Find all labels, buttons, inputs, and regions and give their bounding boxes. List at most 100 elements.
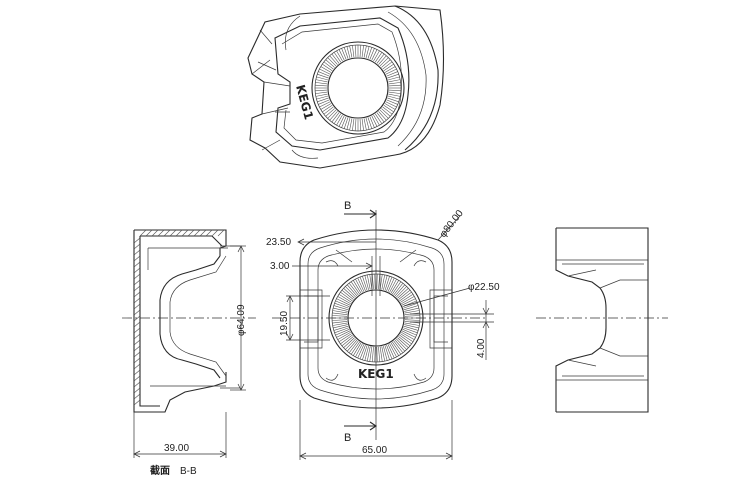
iso-ring-tooth: [367, 47, 373, 59]
iso-ring-tooth: [386, 99, 398, 105]
front-ring-tooth: [350, 281, 360, 295]
front-ring-tooth: [336, 298, 351, 306]
front-ring-tooth: [381, 346, 386, 362]
front-ring-tooth: [362, 345, 368, 360]
front-ring-tooth: [401, 331, 415, 340]
front-ring-tooth: [394, 284, 406, 297]
front-ring-tooth: [393, 282, 404, 296]
front-ring-tooth: [350, 341, 360, 355]
iso-ring-tooth: [323, 61, 334, 70]
front-ring-tooth: [348, 282, 359, 296]
iso-ring-tooth: [317, 97, 329, 103]
front-ring-tooth: [404, 324, 419, 329]
front-ring-tooth: [404, 310, 420, 314]
iso-ring-tooth: [315, 79, 328, 83]
section-hatch-line: [133, 243, 141, 250]
section-hatch-line: [133, 279, 141, 286]
front-ring-tooth: [345, 286, 357, 298]
iso-ring-tooth: [346, 46, 351, 59]
iso-ring-tooth: [378, 55, 387, 65]
section-dim-width: 39.00: [164, 443, 189, 454]
front-ring-tooth: [332, 321, 348, 324]
front-ring-tooth: [345, 338, 357, 350]
front-ring-tooth: [401, 298, 416, 306]
front-ring-tooth: [334, 327, 349, 334]
section-hatch-line: [199, 229, 207, 237]
front-ring-tooth: [403, 305, 419, 311]
iso-ring-tooth: [316, 95, 329, 100]
section-dim-height: φ64.09: [236, 304, 247, 336]
front-ring-tooth: [359, 276, 366, 292]
front-ring-tooth: [353, 342, 362, 356]
iso-ring-tooth: [383, 104, 394, 113]
front-ring-tooth: [332, 310, 348, 314]
front-ring-tooth: [337, 331, 351, 340]
iso-ring-tooth: [318, 99, 330, 105]
iso-ring-tooth: [331, 53, 340, 64]
section-hatch-line: [205, 229, 213, 237]
front-ring-tooth: [390, 342, 399, 356]
section-mark-top: B: [344, 200, 351, 212]
front-ring-tooth: [343, 288, 355, 299]
front-ring-tooth: [394, 339, 406, 352]
front-ring-tooth: [393, 340, 404, 354]
iso-ring-tooth: [367, 117, 373, 129]
front-ring-tooth: [341, 289, 354, 300]
iso-ring-tooth: [349, 118, 353, 131]
front-ring-tooth: [340, 291, 353, 302]
section-hatch-line: [169, 229, 177, 237]
front-ring-tooth: [379, 274, 383, 290]
iso-ring-tooth: [382, 106, 393, 115]
front-ring-tooth: [383, 345, 388, 361]
side-view: [536, 227, 668, 413]
iso-ring-tooth: [320, 103, 332, 110]
section-hatch-line: [133, 267, 141, 274]
iso-ring-tooth: [333, 113, 342, 124]
front-ring-tooth: [362, 276, 368, 291]
section-hatch-line: [133, 249, 141, 256]
iso-ring-tooth: [383, 63, 394, 72]
section-view: φ64.09 39.00 截面 B-B: [122, 229, 256, 477]
section-hatch-line: [133, 315, 141, 322]
front-ring-tooth: [343, 337, 355, 348]
section-hatch-line: [133, 351, 141, 358]
dim-19-50: 19.50: [279, 311, 290, 336]
iso-ring-tooth: [325, 59, 335, 68]
front-ring-tooth: [340, 334, 353, 345]
section-hatch-line: [133, 375, 141, 382]
section-hatch-line: [133, 345, 141, 352]
front-ring-tooth: [403, 327, 418, 334]
section-hatch-line: [181, 229, 189, 237]
section-hatch-line: [133, 393, 141, 400]
section-hatch-line: [157, 229, 165, 237]
iso-ring-tooth: [384, 66, 396, 73]
iso-ring-tooth: [315, 89, 328, 92]
iso-ring-tooth: [318, 71, 330, 77]
iso-ring-tooth: [336, 114, 343, 126]
front-ring-tooth: [333, 324, 348, 329]
iso-ring-tooth: [388, 79, 401, 83]
section-hatch-line: [133, 381, 141, 388]
front-ring-tooth: [384, 276, 390, 291]
dim-inner-dia: φ22.50: [468, 282, 500, 293]
iso-ring-tooth: [333, 52, 342, 63]
iso-ring-tooth: [388, 91, 401, 94]
iso-ring-tooth: [322, 63, 333, 72]
section-hatch-line: [145, 229, 153, 237]
front-ring-tooth: [404, 315, 420, 317]
front-ring-tooth: [355, 278, 363, 293]
iso-ring-tooth: [387, 73, 399, 79]
iso-ring-tooth: [343, 117, 349, 129]
section-hatch-line: [133, 309, 141, 316]
front-ring-tooth: [395, 286, 407, 298]
section-hatch-line: [133, 399, 141, 406]
iso-ring-tooth: [387, 95, 400, 100]
iso-ring-tooth: [338, 49, 345, 61]
section-hatch-line: [133, 285, 141, 292]
iso-ring-tooth: [373, 114, 380, 126]
iso-ring-tooth: [315, 82, 328, 85]
iso-ring-tooth: [363, 45, 367, 58]
front-ring-tooth: [346, 284, 358, 297]
front-ring-tooth: [379, 346, 383, 362]
